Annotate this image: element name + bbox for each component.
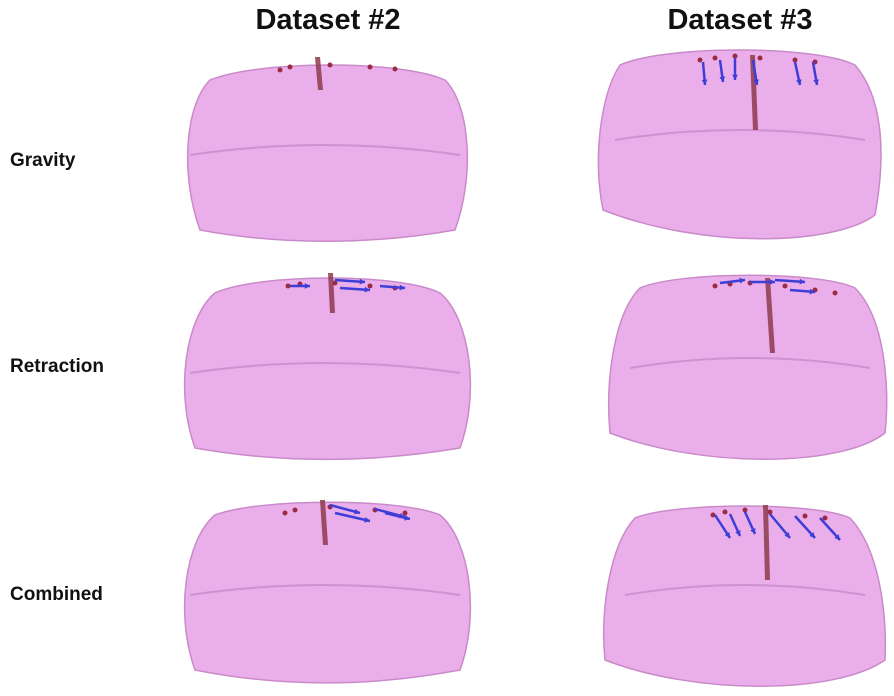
- landmark-marker: [712, 55, 718, 61]
- landmark-marker: [757, 55, 763, 61]
- row-label-gravity: Gravity: [10, 150, 76, 171]
- retractor-probe: [320, 500, 328, 545]
- displacement-arrowhead: [769, 279, 775, 285]
- displacement-arrowhead: [796, 79, 802, 85]
- landmark-marker: [722, 509, 728, 515]
- landmark-marker: [287, 64, 293, 70]
- displacement-arrowhead: [813, 79, 819, 85]
- landmark-marker: [367, 283, 373, 289]
- landmark-marker: [327, 62, 333, 68]
- brain-mesh-surface: [597, 49, 882, 240]
- landmark-marker: [792, 57, 798, 63]
- landmark-marker: [832, 290, 838, 296]
- landmark-marker: [782, 283, 788, 289]
- mesh-panel-dataset3-retraction: [600, 268, 894, 468]
- mesh-ridge: [189, 144, 461, 156]
- mesh-panel-dataset2-combined: [170, 495, 480, 690]
- displacement-arrowhead: [809, 288, 815, 295]
- column-title-dataset-3: Dataset #3: [667, 4, 813, 36]
- landmark-marker: [712, 283, 718, 289]
- column-title-dataset-2: Dataset #2: [255, 4, 401, 36]
- landmark-marker: [732, 53, 738, 59]
- displacement-arrow: [334, 511, 371, 523]
- landmark-marker: [392, 66, 398, 72]
- displacement-arrowhead: [701, 79, 708, 85]
- displacement-arrowhead: [750, 528, 756, 534]
- displacement-arrowhead: [799, 278, 805, 285]
- landmark-marker: [402, 510, 408, 516]
- mesh-panel-dataset2-gravity: [170, 45, 480, 245]
- mesh-ridge: [624, 584, 866, 596]
- displacement-arrowhead: [809, 532, 815, 538]
- landmark-marker: [285, 283, 291, 289]
- displacement-arrowhead: [739, 277, 745, 284]
- displacement-arrowhead: [735, 530, 741, 536]
- landmark-marker: [710, 512, 716, 518]
- landmark-marker: [802, 513, 808, 519]
- row-label-combined: Combined: [10, 584, 103, 605]
- mesh-ridge: [189, 584, 461, 596]
- brain-mesh-surface: [186, 64, 469, 242]
- brain-mesh-surface: [603, 505, 887, 687]
- landmark-marker: [742, 507, 748, 513]
- displacement-arrowhead: [719, 76, 726, 82]
- brain-mesh-surface: [183, 277, 472, 460]
- landmark-marker: [332, 280, 338, 286]
- mesh-ridge: [189, 362, 461, 374]
- mesh-panel-dataset3-gravity: [585, 40, 890, 250]
- displacement-arrowhead: [732, 74, 738, 80]
- displacement-arrowhead: [354, 508, 360, 515]
- mesh-ridge: [629, 357, 871, 369]
- mesh-ridge: [614, 129, 866, 141]
- displacement-arrowhead: [399, 284, 405, 291]
- retractor-probe: [315, 57, 323, 90]
- landmark-marker: [822, 515, 828, 521]
- landmark-marker: [767, 509, 773, 515]
- landmark-marker: [697, 57, 703, 63]
- displacement-arrowhead: [304, 283, 310, 289]
- brain-mesh-surface: [183, 501, 472, 684]
- displacement-arrowhead: [724, 532, 730, 538]
- landmark-marker: [282, 510, 288, 516]
- mesh-panel-dataset3-combined: [595, 500, 894, 695]
- brain-mesh-surface: [608, 274, 888, 460]
- displacement-arrowhead: [364, 286, 370, 293]
- landmark-marker: [367, 64, 373, 70]
- retractor-probe: [750, 55, 758, 130]
- retractor-probe: [763, 505, 770, 580]
- landmark-marker: [277, 67, 283, 73]
- displacement-arrowhead: [364, 517, 370, 523]
- displacement-arrowhead: [359, 278, 365, 285]
- displacement-arrowhead: [784, 532, 790, 538]
- displacement-arrowhead: [404, 514, 410, 521]
- row-label-retraction: Retraction: [10, 356, 104, 377]
- displacement-arrowhead: [834, 534, 840, 540]
- mesh-panel-dataset2-retraction: [170, 268, 480, 468]
- landmark-marker: [292, 507, 298, 513]
- retractor-probe: [765, 278, 775, 353]
- displacement-arrowhead: [753, 79, 760, 85]
